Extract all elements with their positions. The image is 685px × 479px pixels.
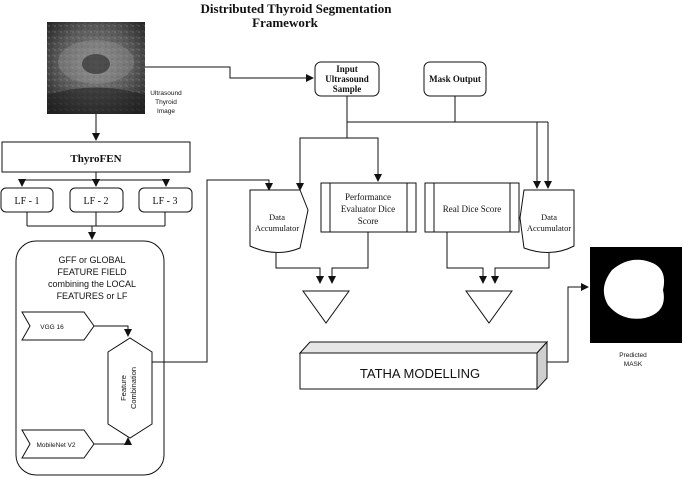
arrow-evaluator-to-merge xyxy=(328,232,369,284)
feature-combination-line1: Feature xyxy=(119,375,128,401)
ultrasound-caption-line3: Image xyxy=(157,108,175,115)
arrow-mask-to-right-accumulator xyxy=(455,121,541,189)
tatha-modelling-block xyxy=(298,340,549,391)
arrow-input-to-left-accumulator xyxy=(296,122,348,191)
mobilenet-label: MobileNet V2 xyxy=(36,442,75,449)
real-dice-score-box xyxy=(424,182,520,233)
performance-evaluator-box xyxy=(320,182,417,233)
arrow-left-accumulator-to-merge xyxy=(275,253,324,284)
thyrofen-label: ThyroFEN xyxy=(70,153,121,165)
diagram-title-line2: Framework xyxy=(252,15,318,30)
ultrasound-caption-line2: Thyroid xyxy=(155,99,177,106)
left-data-accumulator xyxy=(249,189,309,253)
left-accumulator-line2: Accumulator xyxy=(255,223,300,233)
ultrasound-thyroid-image xyxy=(47,22,145,114)
arrow-right-accumulator-to-merge xyxy=(491,253,550,284)
arrow-tatha-to-mask xyxy=(547,283,589,363)
ultrasound-caption-line1: Ultrasound xyxy=(150,90,182,97)
feature-combination-block xyxy=(107,337,153,439)
lf2-label: LF - 2 xyxy=(84,196,109,207)
diagram-title-line1: Distributed Thyroid Segmentation xyxy=(201,1,393,16)
arrow-image-to-input xyxy=(145,66,314,82)
gff-text-line3: combining the LOCAL xyxy=(48,279,136,289)
input-sample-line1: Input xyxy=(336,64,358,74)
right-accumulator-line2: Accumulator xyxy=(527,223,572,233)
feature-combination-line2: Combination xyxy=(129,367,138,409)
tatha-modelling-label: TATHA MODELLING xyxy=(360,366,480,381)
mask-output-label: Mask Output xyxy=(429,74,481,84)
gff-text-line4: FEATURES or LF xyxy=(57,291,128,301)
predicted-mask-caption-line1: Predicted xyxy=(619,352,647,359)
arrow-combination-to-accumulator xyxy=(152,179,273,363)
left-accumulator-line1: Data xyxy=(269,212,285,222)
right-accumulator-line1: Data xyxy=(541,212,557,222)
gff-text-line2: FEATURE FIELD xyxy=(57,267,127,277)
vgg16-label: VGG 16 xyxy=(40,324,64,331)
arrow-vgg-to-combination xyxy=(94,325,132,337)
left-merge-triangle xyxy=(302,290,350,324)
evaluator-line3: Score xyxy=(358,216,379,226)
predicted-mask-image xyxy=(590,247,682,343)
right-data-accumulator xyxy=(519,189,575,253)
evaluator-line2: Evaluator Dice xyxy=(341,204,395,214)
lf1-label: LF - 1 xyxy=(15,196,40,207)
right-merge-triangle xyxy=(465,290,513,324)
arrow-mobilenet-to-combination xyxy=(94,437,132,445)
lf3-label: LF - 3 xyxy=(153,196,178,207)
vgg16-block xyxy=(21,311,95,341)
evaluator-line1: Performance xyxy=(345,192,391,202)
mobilenet-block xyxy=(21,429,95,459)
thyrofen-box xyxy=(1,141,191,173)
predicted-mask-caption-line2: MASK xyxy=(624,361,643,368)
real-dice-score-label: Real Dice Score xyxy=(443,204,501,214)
input-sample-line2: Ultrasound xyxy=(325,74,369,84)
input-sample-line3: Sample xyxy=(333,84,362,94)
gff-text-line1: GFF or GLOBAL xyxy=(58,255,125,265)
arrow-real-dice-to-merge xyxy=(446,232,487,284)
arrow-input-to-evaluator xyxy=(347,137,382,182)
